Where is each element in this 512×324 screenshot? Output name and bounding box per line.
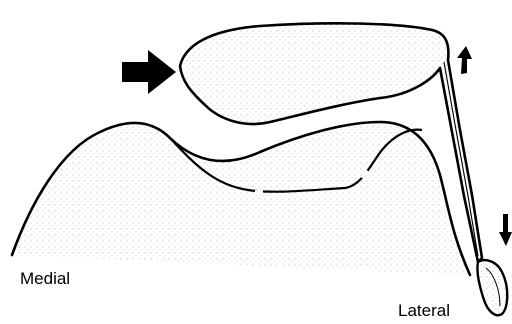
lower-bone-outline [12,122,470,275]
push-arrow-icon [122,50,176,94]
up-arrow-icon [457,46,472,74]
lateral-label: Lateral [398,302,450,319]
tendon-bulb [477,260,507,315]
down-arrow-icon [499,214,512,246]
medial-label: Medial [20,270,70,287]
